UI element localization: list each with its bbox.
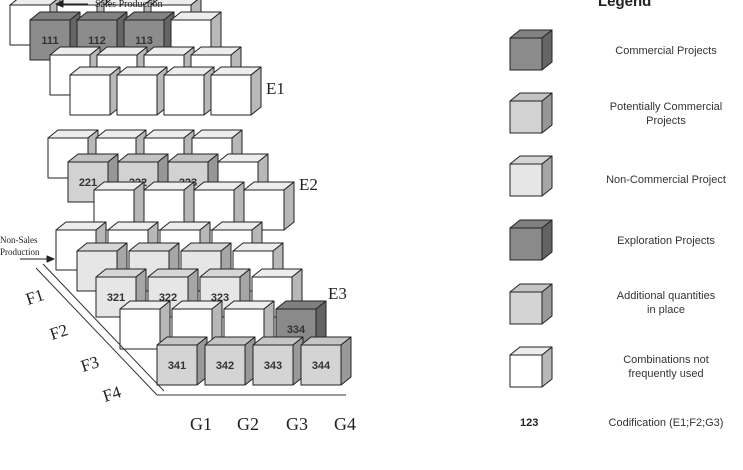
cube-front-face <box>252 344 294 386</box>
non-sales-label-line2: Production <box>0 247 40 257</box>
legend-label-6-line1: Combinations not <box>623 354 709 366</box>
cube-front-face <box>116 74 158 116</box>
legend-label-4-line1: Exploration Projects <box>617 235 715 247</box>
legend-label-1-line1: Commercial Projects <box>615 45 717 57</box>
legend-label-2-line2: Projects <box>646 115 686 127</box>
sales-arrow-head <box>55 0 64 8</box>
axis-label-e3: E3 <box>328 284 347 303</box>
sales-production-label: Sales Production <box>95 0 163 10</box>
cube-e1-r4-c1 <box>69 66 121 116</box>
cube-side-face <box>250 66 262 116</box>
legend-label-3-line1: Non-Commercial Project <box>606 174 726 186</box>
cube-front-face <box>163 74 205 116</box>
legend-swatch-6 <box>509 346 553 388</box>
cube-e3-r5-c1: 341 <box>156 336 208 386</box>
axis-label-f2: F2 <box>47 320 70 344</box>
cube-e3-r5-c3: 343 <box>252 336 304 386</box>
cube-e2-r3-c1 <box>93 181 145 231</box>
cube-code-label: 344 <box>312 360 331 372</box>
cube-front-face <box>509 291 543 325</box>
legend-title: Legend <box>598 0 652 10</box>
cube-e3-r5-c2: 342 <box>204 336 256 386</box>
cube-code-label: 343 <box>264 360 282 372</box>
non-sales-label-line1: Non-Sales <box>0 235 38 245</box>
legend-code-label: Codification (E1;F2;G3) <box>609 417 724 429</box>
axis-label-g1: G1 <box>190 414 212 434</box>
axis-label-g4: G4 <box>334 414 356 434</box>
cube-e2-r3-c4 <box>243 181 295 231</box>
cube-code-label: 341 <box>168 360 186 372</box>
cube-e1-r4-c3 <box>163 66 215 116</box>
legend-swatch-5 <box>509 283 553 325</box>
cube-e3-r4-c1 <box>119 300 171 350</box>
legend-swatch-3 <box>509 155 553 197</box>
cube-e1-r4-c2 <box>116 66 168 116</box>
cube-side-face <box>283 181 295 231</box>
axis-label-e1: E1 <box>266 79 285 98</box>
legend-label-5-line1: Additional quantities <box>617 290 716 302</box>
cube-front-face <box>509 163 543 197</box>
cube-front-face <box>69 74 111 116</box>
f-axis-line-1 <box>35 267 158 396</box>
cube-front-face <box>243 189 285 231</box>
cube-front-face <box>156 344 198 386</box>
cube-code-label: 111 <box>41 35 58 47</box>
cube-code-label: 321 <box>107 292 125 304</box>
cube-front-face <box>509 227 543 261</box>
cube-front-face <box>509 100 543 134</box>
cube-e3-r5-c4: 344 <box>300 336 352 386</box>
cube-code-label: 221 <box>79 177 97 189</box>
legend-swatch-2 <box>509 92 553 134</box>
cube-code-label: 112 <box>88 35 106 47</box>
f-axis-line-2 <box>42 263 165 392</box>
cube-e2-r3-c3 <box>193 181 245 231</box>
axis-label-g3: G3 <box>286 414 308 434</box>
legend-code-sample: 123 <box>520 417 538 429</box>
cube-code-label: 113 <box>135 35 153 47</box>
legend-label-2-line1: Potentially Commercial <box>610 101 722 113</box>
cube-code-label: 342 <box>216 360 234 372</box>
cube-side-face <box>340 336 352 386</box>
cube-e1-r4-c4 <box>210 66 262 116</box>
axis-label-f4: F4 <box>100 382 123 406</box>
legend-swatch-4 <box>509 219 553 261</box>
legend-swatch-1 <box>509 29 553 71</box>
cube-front-face <box>509 37 543 71</box>
cube-front-face <box>210 74 252 116</box>
cube-front-face <box>119 308 161 350</box>
cube-front-face <box>509 354 543 388</box>
axis-label-f3: F3 <box>78 352 101 376</box>
non-sales-arrow-head <box>46 255 55 263</box>
axis-label-e2: E2 <box>299 175 318 194</box>
cube-front-face <box>300 344 342 386</box>
cube-front-face <box>204 344 246 386</box>
legend-label-6-line2: frequently used <box>628 368 703 380</box>
axis-label-f1: F1 <box>23 285 46 309</box>
legend-label-5-line2: in place <box>647 304 685 316</box>
axis-label-g2: G2 <box>237 414 259 434</box>
cube-code-label: 334 <box>287 324 306 336</box>
